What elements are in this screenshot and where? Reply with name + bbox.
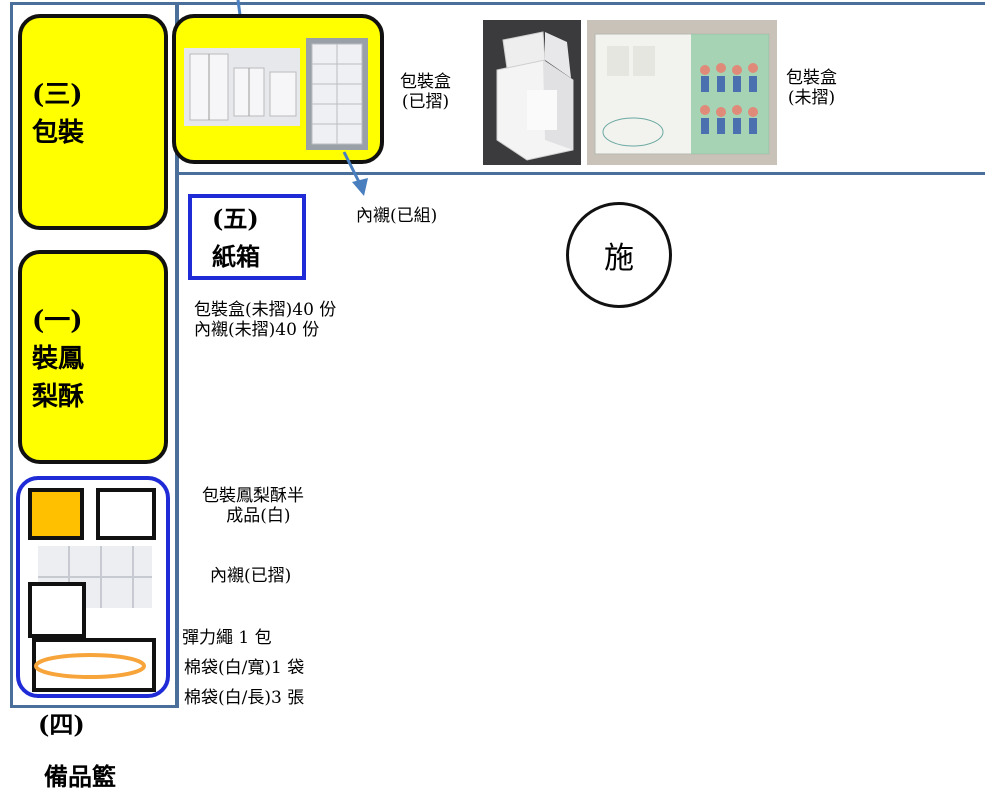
label-liner-assembled: 內襯(已組) bbox=[356, 206, 438, 226]
label-carton-contents: 包裝盒(未摺)40 份 內襯(未摺)40 份 bbox=[194, 300, 337, 340]
work-circle: 施 bbox=[566, 202, 672, 308]
station-packaging-label: (三) 包裝 bbox=[32, 80, 85, 148]
liner-assembled-photo bbox=[306, 38, 368, 150]
top-border-line bbox=[178, 2, 985, 5]
station-fill-label: (一) 裝鳳 梨酥 bbox=[32, 306, 85, 412]
supply-basket-box bbox=[16, 476, 170, 698]
elastic-cord-icon bbox=[34, 653, 146, 679]
liner-flat-photo bbox=[184, 48, 300, 126]
circle-label: 施 bbox=[604, 241, 634, 276]
cotton-bag-wide bbox=[28, 582, 86, 638]
label-elastic: 彈力繩 1 包 bbox=[182, 628, 272, 648]
station-carton-label: (五) 紙箱 bbox=[212, 204, 260, 271]
box-folded-photo bbox=[483, 20, 581, 165]
station-packaging: (三) 包裝 bbox=[18, 14, 168, 230]
label-cotton-wide: 棉袋(白/寬)1 袋 bbox=[184, 658, 305, 678]
semi-product-white bbox=[96, 488, 156, 540]
cotton-bag-long bbox=[32, 638, 156, 692]
middle-border-line bbox=[178, 172, 985, 175]
label-box-folded: 包裝盒 (已摺) bbox=[400, 72, 451, 112]
box-unfolded-photo bbox=[587, 20, 777, 165]
packaging-materials-box bbox=[172, 14, 384, 164]
station-fill: (一) 裝鳳 梨酥 bbox=[18, 250, 168, 464]
label-semi-product: 包裝鳳梨酥半 成品(白) bbox=[202, 486, 304, 526]
basket-label: 備品籃 bbox=[44, 762, 116, 791]
station-carton: (五) 紙箱 bbox=[188, 194, 306, 280]
arrow-icon-liner bbox=[342, 151, 368, 196]
label-cotton-long: 棉袋(白/長)3 張 bbox=[184, 688, 305, 708]
label-box-unfolded: 包裝盒 (未摺) bbox=[786, 68, 837, 108]
divider-line bbox=[176, 2, 179, 708]
semi-product-gold bbox=[28, 488, 84, 540]
label-liner-folded: 內襯(已摺) bbox=[210, 566, 292, 586]
basket-number: (四) bbox=[38, 710, 85, 739]
